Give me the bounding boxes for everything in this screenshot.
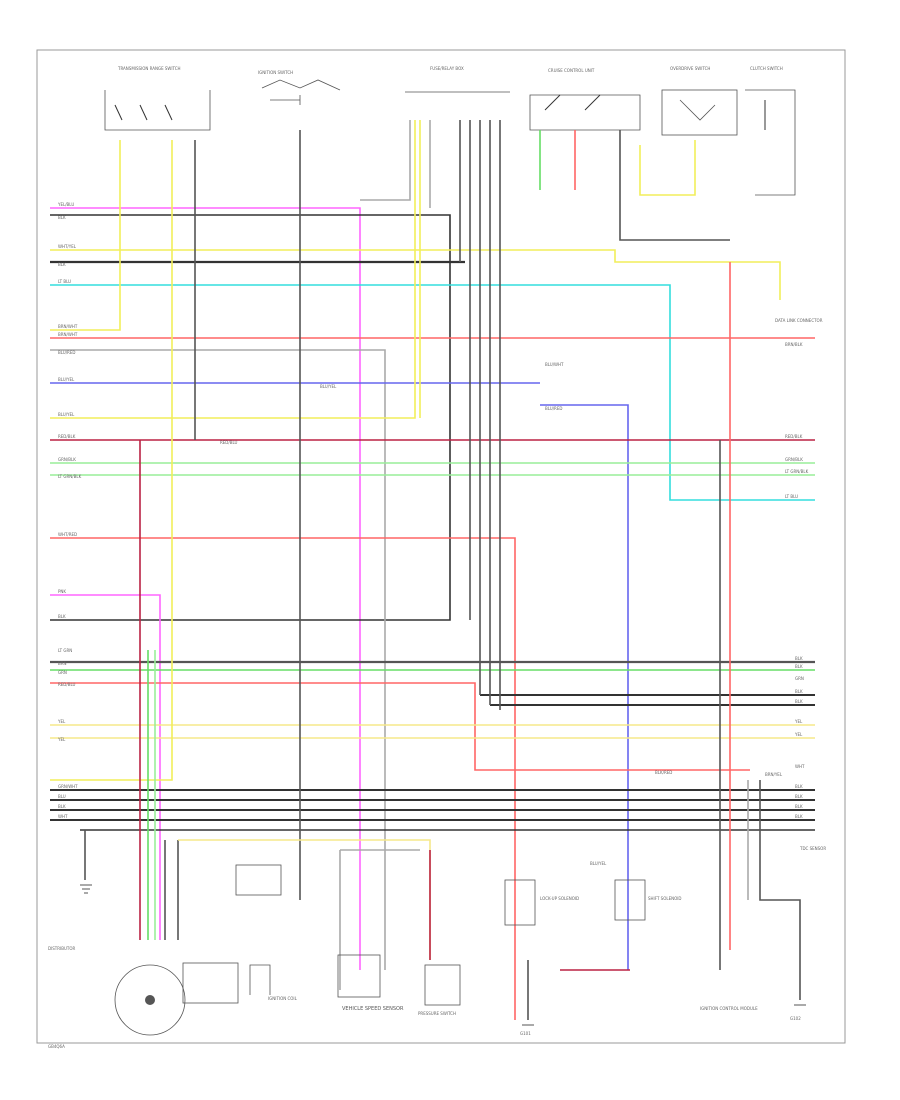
left-wire-labels: YEL/BLU BLK WHT/YEL BLK LT BLU BRN/WHT B… <box>57 202 82 819</box>
distributor: DISTRIBUTOR <box>48 946 239 1036</box>
vertical-wires <box>50 120 801 1020</box>
wire-label: WHT/RED <box>58 532 77 537</box>
ignition-coil: IGNITION COIL <box>235 864 298 1001</box>
wire-label: BLU/YEL <box>58 377 75 382</box>
wire-label: BLK <box>58 215 66 220</box>
fuse-box-label: FUSE/RELAY BOX <box>430 66 464 71</box>
wire-label: YEL <box>57 719 66 724</box>
wire-label: LT GRN <box>58 648 72 653</box>
tdc-label: TDC SENSOR <box>799 846 826 851</box>
wire-label: BLK <box>795 699 803 704</box>
wire-label: BLK <box>795 784 803 789</box>
wire-label: RED/BLU <box>58 682 76 687</box>
distributor-label: DISTRIBUTOR <box>48 946 75 951</box>
wire-label: YEL <box>57 737 66 742</box>
wire-label: BRN <box>58 661 67 666</box>
wire-label: BLU/RED <box>545 406 562 411</box>
cruise-unit-label: CRUISE CONTROL UNIT <box>548 68 595 73</box>
wire-label: GRN <box>795 676 804 681</box>
wire-label: BLK <box>58 614 66 619</box>
data-link-label: DATA LINK CONNECTOR <box>775 318 823 323</box>
wire-label: GRN <box>58 670 67 675</box>
clutch-switch-label: CLUTCH SWITCH <box>750 66 783 71</box>
diagram-frame <box>36 49 846 1044</box>
wire-label: BLK <box>58 262 66 267</box>
wire-label: BLU/RED <box>58 350 75 355</box>
wire-label: BLK <box>795 794 803 799</box>
lockup-solenoid: LOCK-UP SOLENOID <box>504 879 579 926</box>
ground-b-label: G102 <box>790 1016 801 1021</box>
pressure-switch: PRESSURE SWITCH <box>418 964 461 1016</box>
overdrive-switch: OVERDRIVE SWITCH <box>661 66 738 136</box>
wire-label: BRN/WHT <box>58 324 78 329</box>
press-sw-label: PRESSURE SWITCH <box>418 1011 456 1016</box>
right-wire-labels: BRN/BLK RED/BLK GRN/BLK LT GRN/BLK LT BL… <box>765 342 809 819</box>
wire-label: GRN/BLK <box>785 457 803 462</box>
wire-label: BLU/YEL <box>320 384 337 389</box>
fuse-relay-box: FUSE/RELAY BOX <box>405 66 510 93</box>
cruise-control-unit: CRUISE CONTROL UNIT <box>529 68 641 131</box>
wire-label: BLK <box>795 689 803 694</box>
ign-switch-label: IGNITION SWITCH <box>258 70 293 75</box>
footer-code: GB4Q6A <box>48 1044 65 1049</box>
wire-label: LT BLU <box>785 494 798 499</box>
ground-symbol-right: G102 <box>790 1004 806 1021</box>
right-side-labels: DATA LINK CONNECTOR TDC SENSOR IGNITION … <box>700 318 826 1011</box>
shift-solenoid: SHIFT SOLENOID <box>614 879 682 921</box>
shift-sol-label: SHIFT SOLENOID <box>648 896 682 901</box>
ground-symbol-left <box>80 884 92 894</box>
wire-label: RED/BLK <box>785 434 803 439</box>
od-switch-label: OVERDRIVE SWITCH <box>670 66 710 71</box>
wire-label: BLU/YEL <box>58 412 75 417</box>
wire-label: BLU <box>58 794 66 799</box>
wire-label: RED/BLU <box>220 440 238 445</box>
wire-label: LT GRN/BLK <box>785 469 809 474</box>
wire-label: YEL/BLU <box>57 202 74 207</box>
wire-label: YEL <box>794 732 803 737</box>
wire-label: BLU/WHT <box>545 362 564 367</box>
wire-label: BLK <box>795 664 803 669</box>
ign-ctrl-label: IGNITION CONTROL MODULE <box>700 1006 758 1011</box>
vss-label: VEHICLE SPEED SENSOR <box>342 1006 404 1012</box>
ign-coil-label: IGNITION COIL <box>268 996 298 1001</box>
wire-label: WHT/YEL <box>58 244 77 249</box>
ignition-switch: IGNITION SWITCH <box>258 70 341 105</box>
wire-label: YEL <box>794 719 803 724</box>
transmission-range-switch: TRANSMISSION RANGE SWITCH <box>104 66 211 131</box>
wire-label: LT GRN/BLK <box>58 474 82 479</box>
wire-label: LT BLU <box>58 279 71 284</box>
trans-range-label: TRANSMISSION RANGE SWITCH <box>117 66 181 71</box>
ground-a-label: G101 <box>520 1031 531 1036</box>
wire-label: BLK/RED <box>655 770 672 775</box>
wire-label: RED/BLK <box>58 434 76 439</box>
wire-label: GRN/BLK <box>58 457 76 462</box>
wire-label: BLK <box>795 804 803 809</box>
wire-label: BLK <box>795 656 803 661</box>
mid-labels: BLU/WHT BLU/RED RED/BLU BLU/YEL BLK/RED … <box>220 362 672 866</box>
wire-label: WHT <box>58 814 68 819</box>
wire-label: WHT <box>795 764 805 769</box>
horizontal-wires <box>50 120 815 1020</box>
vehicle-speed-sensor: VEHICLE SPEED SENSOR <box>337 954 404 1012</box>
wire-label: BLK <box>58 804 66 809</box>
clutch-switch: CLUTCH SWITCH <box>745 66 796 196</box>
lockup-label: LOCK-UP SOLENOID <box>540 896 579 901</box>
wire-label: PNK <box>58 589 66 594</box>
wire-label: BRN/BLK <box>785 342 803 347</box>
wire-label: BLK <box>795 814 803 819</box>
wire-label: BRN/WHT <box>58 332 78 337</box>
wire-label: BLU/YEL <box>590 861 607 866</box>
wire-label: GRN/WHT <box>58 784 78 789</box>
ground-symbol-mid: G101 <box>520 1024 534 1036</box>
wire-label: BRN/YEL <box>765 772 783 777</box>
